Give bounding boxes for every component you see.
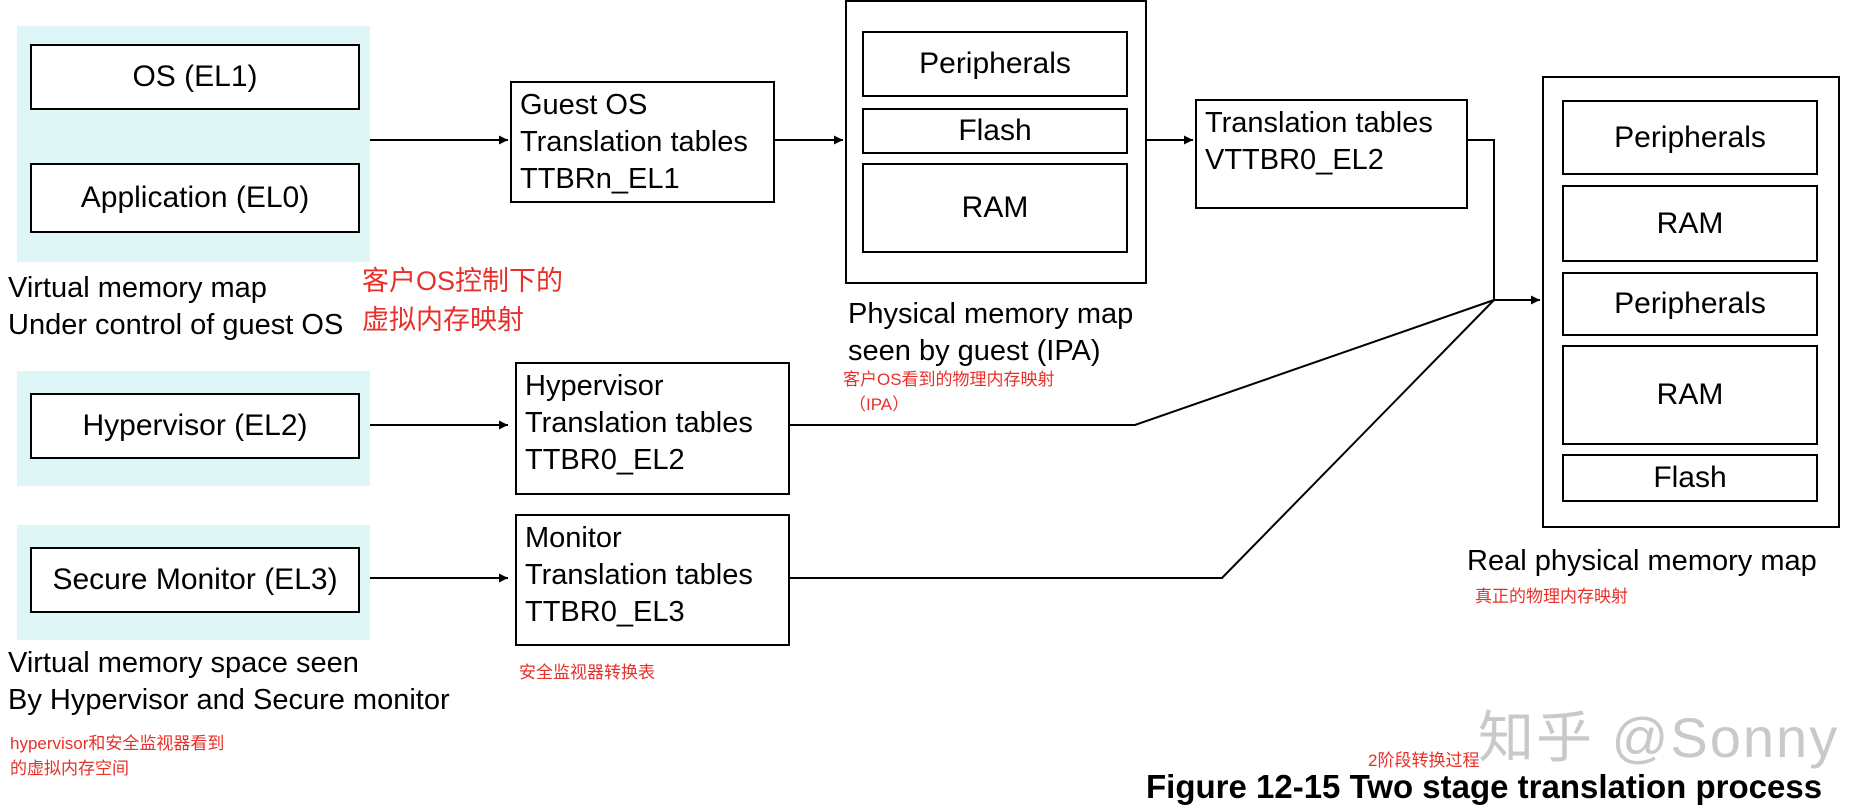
secure-monitor-el3-box: Secure Monitor (EL3) xyxy=(30,547,360,613)
real-ram-1: RAM xyxy=(1562,185,1818,262)
zhihu-watermark: 知乎 @Sonny xyxy=(1478,706,1840,769)
real-flash: Flash xyxy=(1562,454,1818,502)
figure-caption: Figure 12-15 Two stage translation proce… xyxy=(1146,768,1823,805)
ipa-ram: RAM xyxy=(862,163,1128,253)
monitor-translation-tables: Monitor Translation tables TTBR0_EL3 xyxy=(515,514,790,646)
ipa-flash: Flash xyxy=(862,108,1128,154)
ipa-memory-map-label: Physical memory map seen by guest (IPA) xyxy=(848,298,1134,367)
hypervisor-monitor-space-label: Virtual memory space seen By Hypervisor … xyxy=(8,647,450,716)
guest-virtual-map-note: 客户OS控制下的 虚拟内存映射 xyxy=(362,266,564,335)
two-stage-note: 2阶段转换过程 xyxy=(1368,751,1480,770)
hypervisor-translation-tables: Hypervisor Translation tables TTBR0_EL2 xyxy=(515,362,790,495)
real-memory-map-note: 真正的物理内存映射 xyxy=(1475,587,1628,606)
real-peripherals-2: Peripherals xyxy=(1562,272,1818,336)
real-ram-2: RAM xyxy=(1562,345,1818,445)
line-hyp-tables-to-real xyxy=(790,299,1495,426)
ipa-peripherals: Peripherals xyxy=(862,31,1128,97)
guest-os-translation-tables: Guest OS Translation tables TTBRn_EL1 xyxy=(510,81,775,203)
application-el0-box: Application (EL0) xyxy=(30,163,360,233)
guest-virtual-map-label: Virtual memory map Under control of gues… xyxy=(8,272,344,341)
hypervisor-monitor-space-note: hypervisor和安全监视器看到 的虚拟内存空间 xyxy=(10,734,225,778)
os-el1-box: OS (EL1) xyxy=(30,44,360,110)
stage2-translation-tables: Translation tables VTTBR0_EL2 xyxy=(1195,99,1468,209)
monitor-tables-note: 安全监视器转换表 xyxy=(519,663,655,682)
real-peripherals-1: Peripherals xyxy=(1562,100,1818,175)
real-memory-map-label: Real physical memory map xyxy=(1467,545,1817,577)
line-mon-tables-to-real xyxy=(790,299,1495,579)
ipa-memory-map-note: 客户OS看到的物理内存映射 （IPA） xyxy=(843,370,1055,414)
hypervisor-el2-box: Hypervisor (EL2) xyxy=(30,393,360,459)
line-stage2-to-real xyxy=(1468,139,1495,300)
